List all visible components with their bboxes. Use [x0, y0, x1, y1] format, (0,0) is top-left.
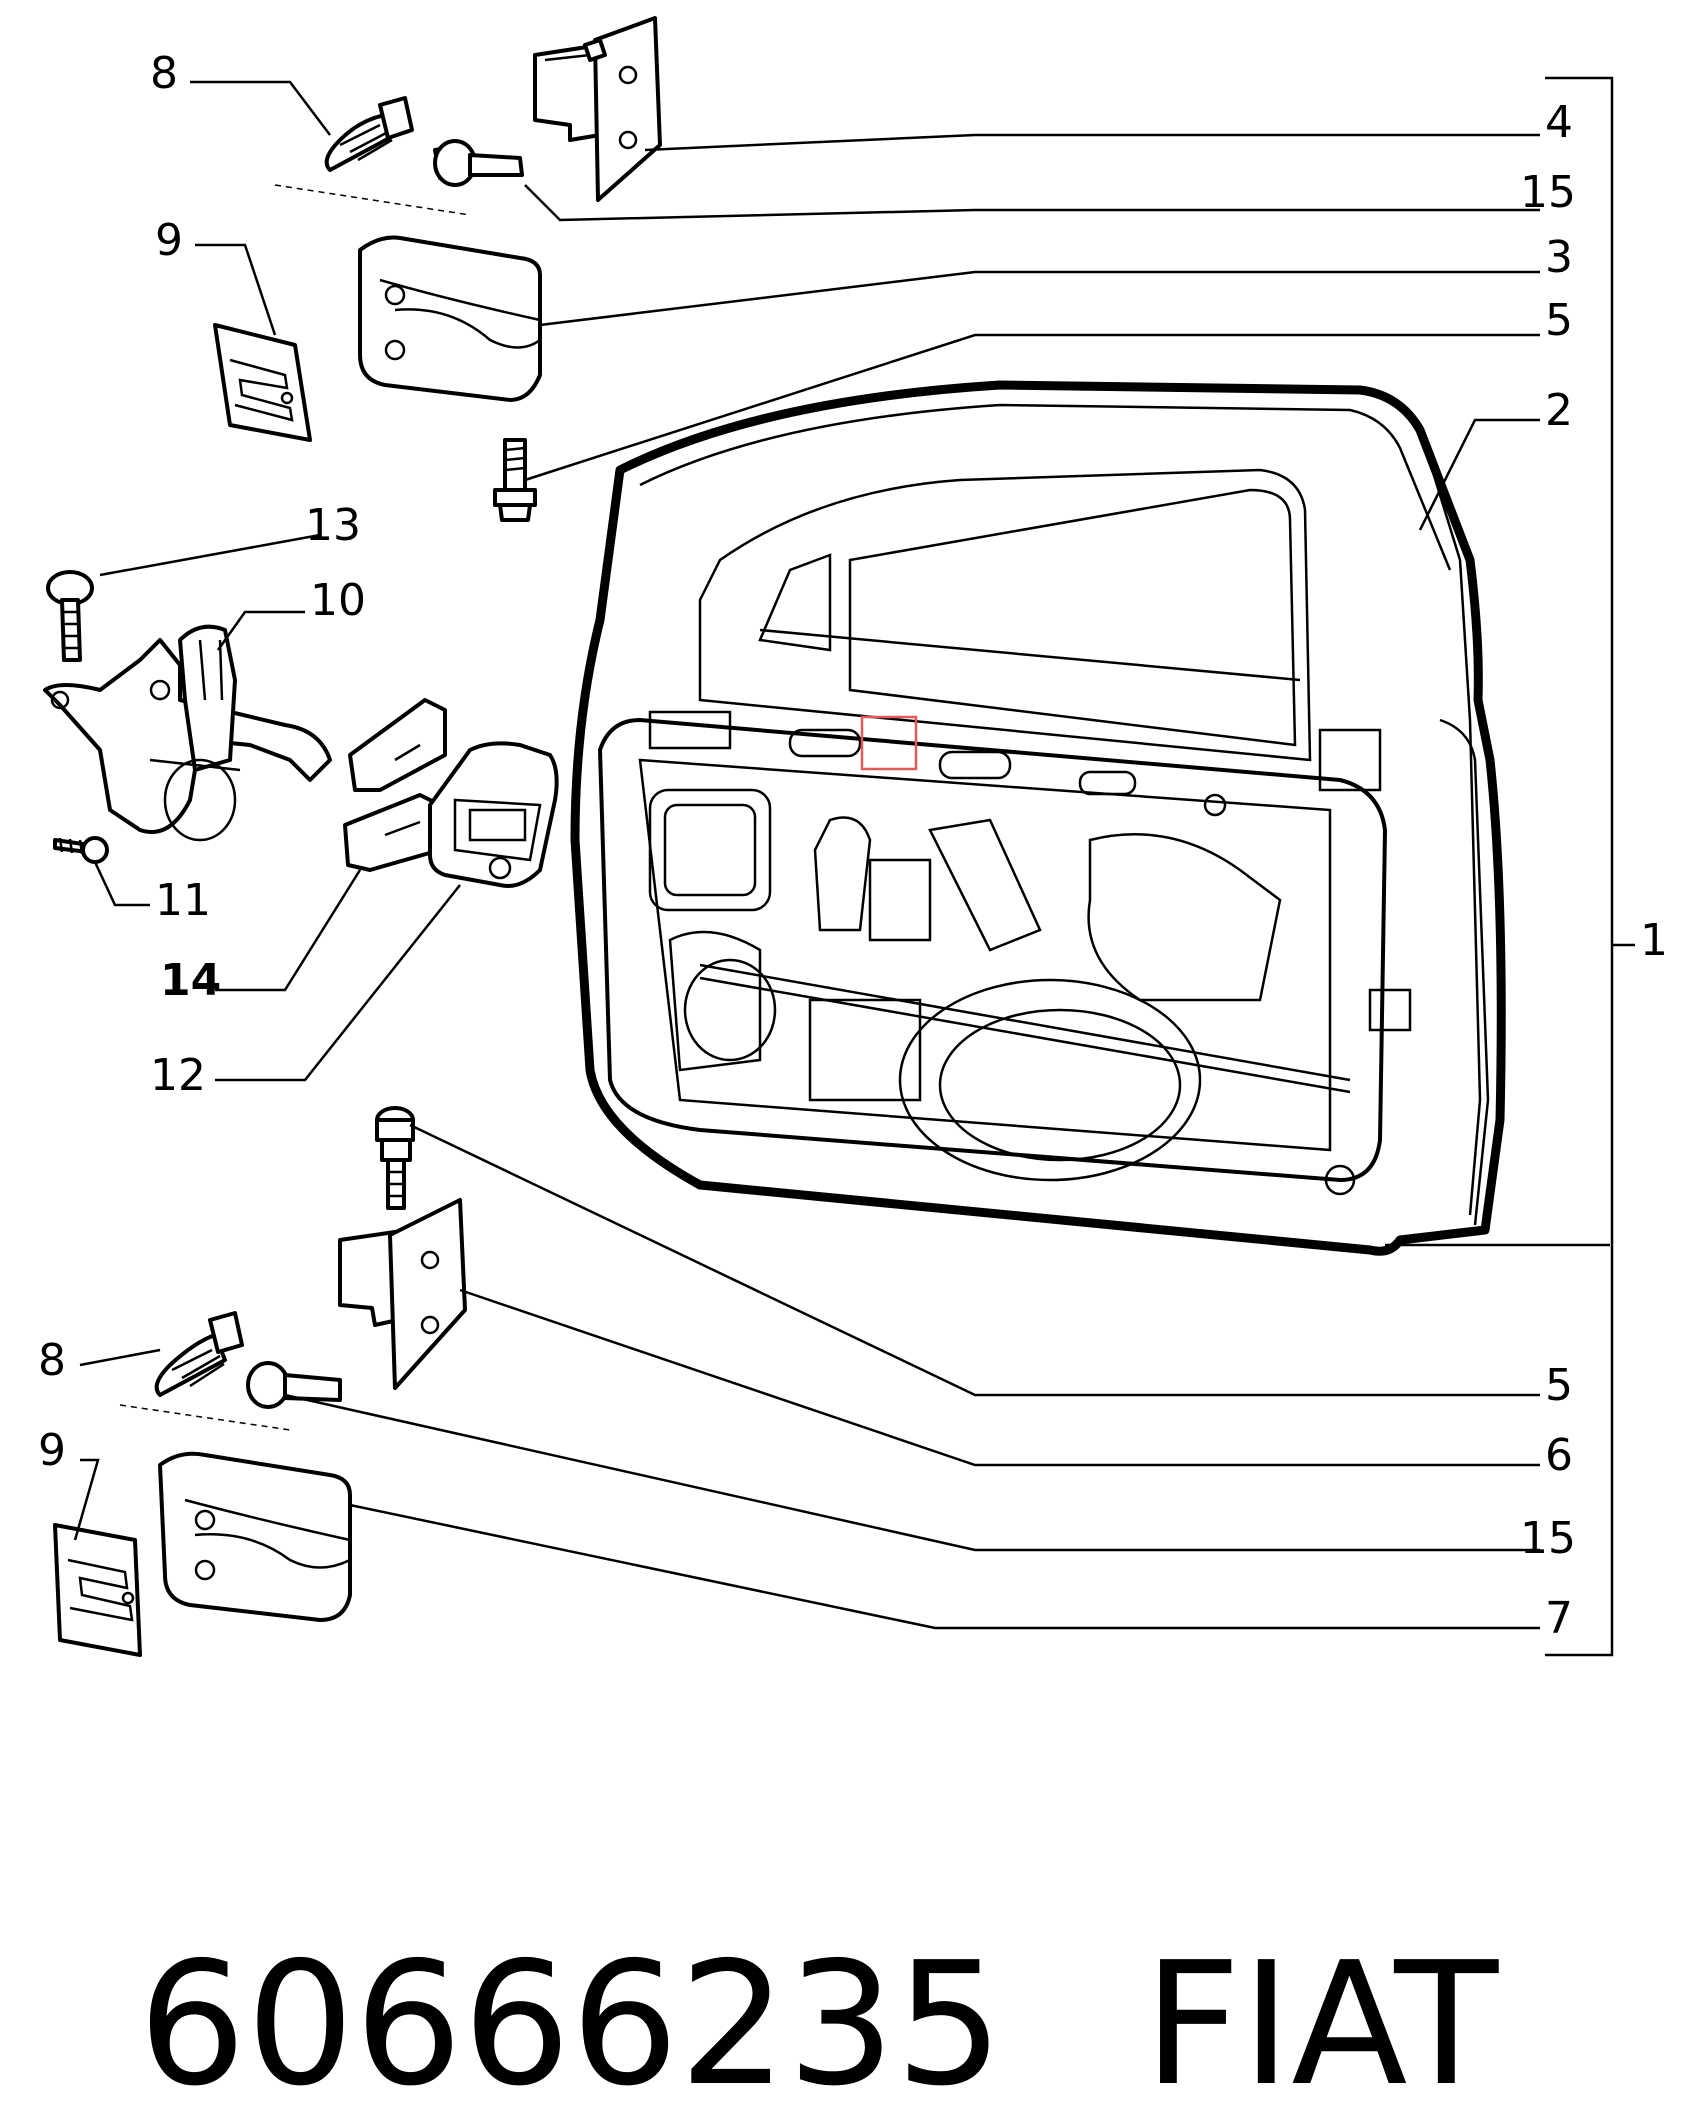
part-number: 60666235 [138, 1926, 1004, 2124]
callout-4: 4 [1545, 97, 1573, 148]
callout-8-bottom: 8 [38, 1335, 66, 1386]
bolt-top [493, 438, 537, 522]
callout-2: 2 [1545, 385, 1573, 436]
brand-name: FIAT [1143, 1926, 1499, 2124]
callout-11: 11 [155, 875, 211, 926]
leader-lines [73, 76, 1635, 1657]
hinge-cover-bottom [158, 1451, 352, 1622]
bolt-bottom [375, 1106, 415, 1210]
callout-6: 6 [1545, 1430, 1573, 1481]
callout-8-top: 8 [150, 48, 178, 99]
door-shell [570, 380, 1506, 1256]
callout-5-bottom: 5 [1545, 1360, 1573, 1411]
hinge-stud-top [324, 96, 414, 172]
upper-hinge [533, 16, 662, 202]
spacer-plates [343, 698, 447, 872]
callout-9-bottom: 9 [38, 1425, 66, 1476]
callout-5-top: 5 [1545, 295, 1573, 346]
callout-1: 1 [1640, 915, 1668, 966]
callout-13: 13 [305, 500, 361, 551]
callout-14: 14 [160, 955, 221, 1006]
shim-plate-bottom [53, 1523, 142, 1657]
callout-12: 12 [150, 1050, 206, 1101]
hinge-bolt-bottom [246, 1361, 342, 1409]
callout-15-bottom: 15 [1520, 1513, 1576, 1564]
screw-13 [46, 570, 94, 662]
hinge-cover-top [358, 235, 542, 402]
assembly-axis-bottom [119, 1404, 291, 1431]
assembly-axis-top [274, 184, 471, 216]
callout-labels: 8 4 15 9 3 5 2 13 10 11 1 14 12 8 5 9 6 … [38, 48, 1668, 1644]
shim-plate-top [213, 323, 312, 442]
highlight-marker [860, 715, 918, 771]
lower-hinge [338, 1198, 467, 1390]
callout-3: 3 [1545, 232, 1573, 283]
callout-10: 10 [310, 575, 366, 626]
callout-15-top: 15 [1520, 167, 1576, 218]
callout-7: 7 [1545, 1593, 1573, 1644]
door-check-strap [43, 624, 332, 842]
hinge-stud-bottom [154, 1311, 244, 1397]
hinge-bolt-top [433, 139, 524, 187]
screw-11 [53, 836, 109, 864]
callout-9-top: 9 [155, 215, 183, 266]
exploded-parts-diagram: 8 4 15 9 3 5 2 13 10 11 1 14 12 8 5 9 6 … [38, 16, 1668, 1657]
striker-pad [428, 741, 559, 888]
